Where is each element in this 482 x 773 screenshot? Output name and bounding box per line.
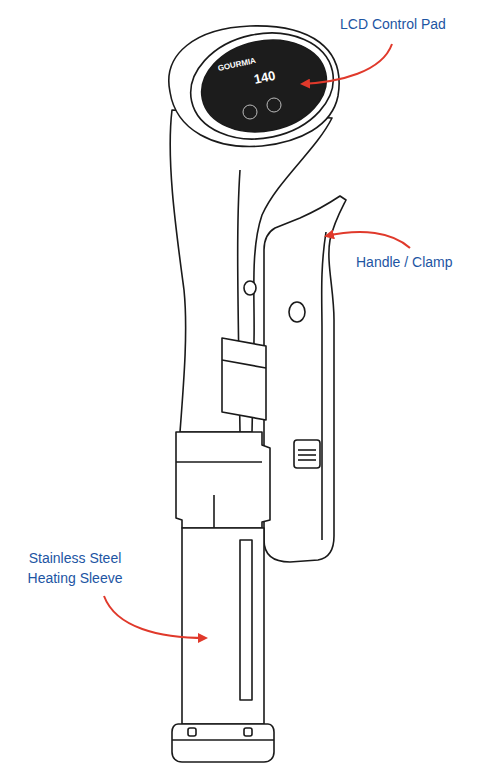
callout-label: Handle / Clamp [356, 252, 453, 272]
leader-arrows [104, 44, 410, 638]
callout-label: Stainless Steel Heating Sleeve [20, 548, 130, 588]
callout-label: LCD Control Pad [340, 14, 446, 34]
